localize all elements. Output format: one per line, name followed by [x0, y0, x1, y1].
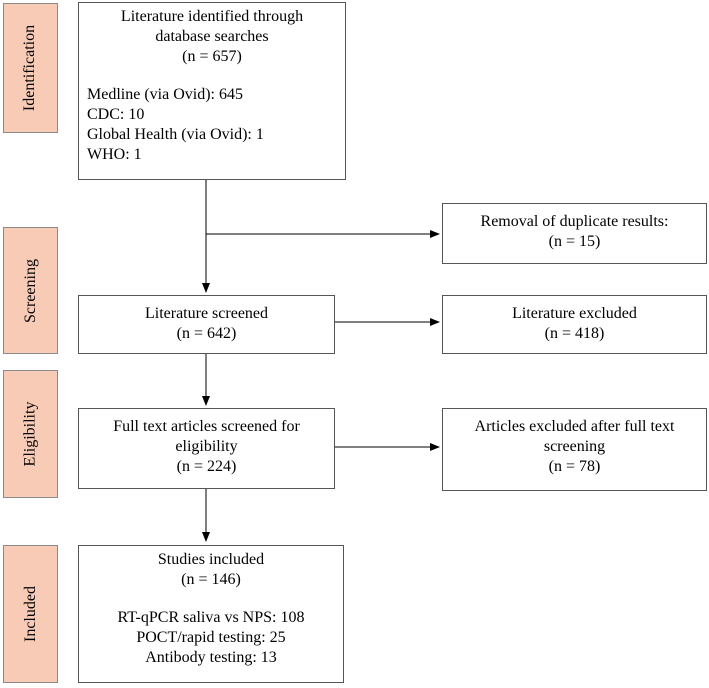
fulltext-excluded-count: (n = 78) [548, 458, 601, 475]
identified-title-line1: Literature identified through [120, 8, 304, 25]
excluded-count: (n = 418) [544, 325, 605, 342]
stage-eligibility-label: Eligibility [21, 401, 39, 467]
identified-title-line2: database searches [155, 28, 269, 45]
included-box: Studies included (n = 146) RT-qPCR saliv… [78, 545, 344, 683]
fulltext-excluded-title-line2: screening [543, 438, 606, 455]
identified-source-who: WHO: 1 [87, 146, 142, 163]
included-rtqpcr: RT-qPCR saliva vs NPS: 108 [117, 609, 305, 626]
fulltext-title-line2: eligibility [175, 438, 238, 455]
duplicates-count: (n = 15) [548, 233, 601, 250]
included-antibody: Antibody testing: 13 [145, 649, 277, 666]
included-count: (n = 146) [181, 571, 241, 588]
duplicates-title: Removal of duplicate results: [480, 213, 669, 230]
identified-source-global-health: Global Health (via Ovid): 1 [87, 126, 264, 143]
identified-source-cdc: CDC: 10 [87, 106, 145, 123]
stage-identification-label: Identification [21, 24, 39, 112]
fulltext-box: Full text articles screened for eligibil… [78, 408, 335, 489]
screened-title: Literature screened [144, 305, 269, 322]
stage-eligibility: Eligibility [3, 370, 58, 498]
fulltext-title-line1: Full text articles screened for [113, 418, 300, 435]
fulltext-excluded-title-line1: Articles excluded after full text [474, 418, 675, 435]
fulltext-count: (n = 224) [176, 458, 237, 475]
fulltext-excluded-box: Articles excluded after full text screen… [442, 408, 707, 491]
screened-count: (n = 642) [176, 325, 237, 342]
identified-source-medline: Medline (via Ovid): 645 [87, 86, 243, 103]
stage-included: Included [3, 545, 58, 683]
identified-count: (n = 657) [182, 48, 242, 65]
included-title: Studies included [157, 551, 265, 568]
stage-screening: Screening [3, 227, 58, 354]
identified-box: Literature identified through database s… [78, 2, 346, 180]
stage-included-label: Included [21, 586, 39, 642]
excluded-title: Literature excluded [512, 305, 637, 322]
excluded-box: Literature excluded (n = 418) [442, 295, 707, 354]
screened-box: Literature screened (n = 642) [78, 295, 335, 354]
duplicates-box: Removal of duplicate results: (n = 15) [442, 203, 707, 264]
stage-identification: Identification [3, 3, 58, 133]
stage-screening-label: Screening [21, 258, 39, 323]
included-poct: POCT/rapid testing: 25 [136, 629, 286, 646]
